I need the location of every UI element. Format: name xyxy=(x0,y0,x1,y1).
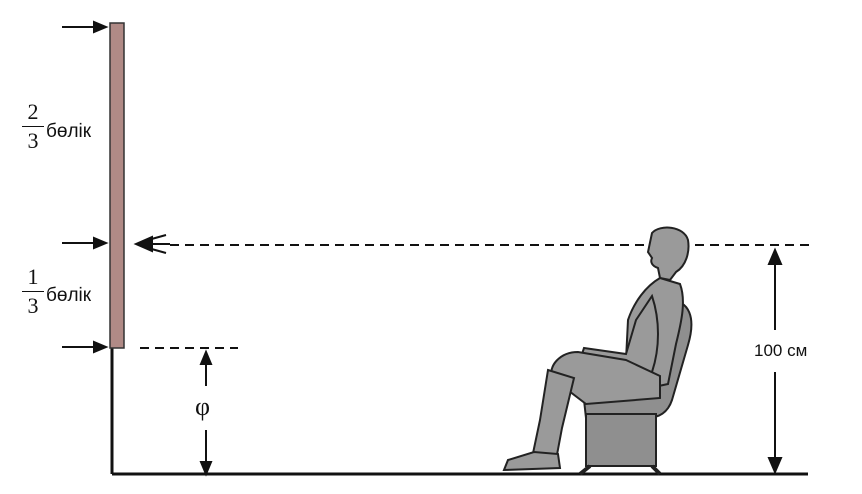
eye-height-dimension xyxy=(767,247,783,475)
chair-icon xyxy=(578,298,693,476)
fraction-bar xyxy=(22,126,44,127)
seated-person-icon xyxy=(502,226,690,472)
lower-part-word: бөлік xyxy=(46,285,92,306)
arrow-icon xyxy=(133,234,170,254)
fraction-denominator: 3 xyxy=(27,128,39,153)
fraction-numerator: 2 xyxy=(27,99,39,124)
upper-part-word: бөлік xyxy=(46,121,92,142)
arrow-icon xyxy=(62,20,109,34)
fraction-numerator: 1 xyxy=(27,264,39,289)
fraction-denominator: 3 xyxy=(27,293,39,318)
upper-part-fraction: 2 3 xyxy=(22,100,44,153)
board-height-dimension xyxy=(199,349,213,477)
arrow-icon xyxy=(62,340,109,354)
board xyxy=(109,22,125,349)
lower-part-fraction: 1 3 xyxy=(22,265,44,318)
arrow-icon xyxy=(62,236,109,250)
fraction-bar xyxy=(22,291,44,292)
angle-symbol: φ xyxy=(195,392,211,421)
distance-label: 100 см xyxy=(754,339,808,363)
